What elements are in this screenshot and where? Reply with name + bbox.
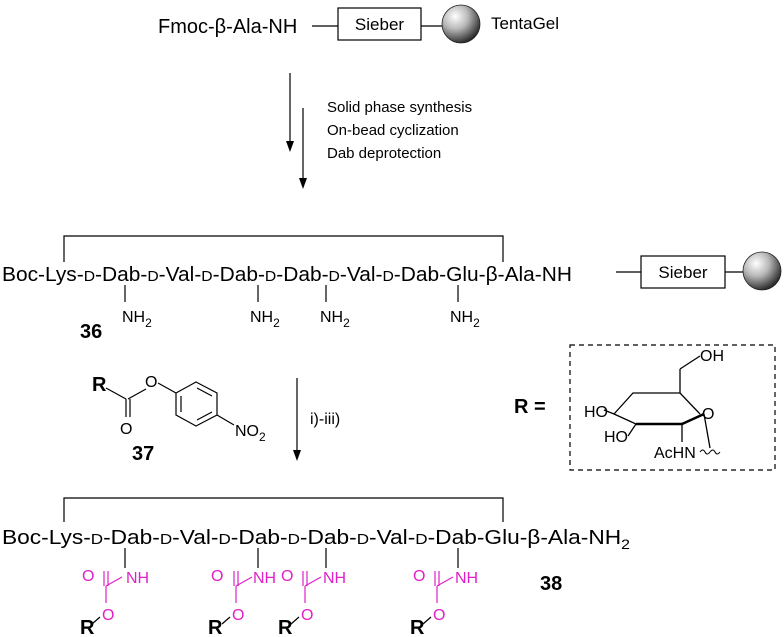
svg-text:OH: OH [700,348,724,365]
step-deprotection: Dab deprotection [327,145,441,162]
r-definition-label: R = [514,396,546,418]
compound-37-label: 37 [132,443,154,465]
reaction-arrow-1 [286,73,307,189]
svg-text:O: O [145,374,157,391]
sieber-label-36: Sieber [658,263,707,282]
svg-text:O: O [433,607,445,624]
reagent-37-structure: R O O NO2 [92,374,266,444]
svg-text:R: R [410,617,425,637]
svg-text:R: R [208,617,223,637]
svg-text:NO2: NO2 [235,423,266,444]
dab-amine-2: NH2 [250,285,280,330]
step-cyclization: On-bead cyclization [327,122,459,139]
svg-text:NH: NH [253,570,276,587]
tentagel-label: TentaGel [491,14,559,33]
svg-text:HO: HO [584,404,608,421]
peptide-36-sequence: Boc-Lys-D-Dab-D-Val-D-Dab-D-Dab-D-Val-D-… [2,264,572,286]
carbamate-4: NH O O R [410,548,478,637]
svg-text:R: R [92,374,107,396]
svg-text:O: O [82,568,94,585]
svg-text:NH: NH [323,570,346,587]
svg-text:NH2: NH2 [320,309,350,330]
peptide-38-sequence: Boc-Lys-D-Dab-D-Val-D-Dab-D-Dab-D-Val-D-… [2,527,630,552]
svg-text:O: O [211,568,223,585]
svg-text:NH2: NH2 [250,309,280,330]
reaction-arrow-2 [293,378,301,461]
carbamate-1: NH O O R [80,548,149,637]
svg-text:NH: NH [126,570,149,587]
svg-text:O: O [413,568,425,585]
start-label: Fmoc-β-Ala-NH [158,16,297,38]
svg-text:O: O [120,421,132,438]
svg-text:O: O [301,607,313,624]
sieber-label-top: Sieber [355,15,404,34]
svg-text:NH2: NH2 [122,309,152,330]
svg-text:O: O [281,568,293,585]
dab-amine-4: NH2 [450,285,480,330]
sieber-box-36 [640,255,726,289]
carbamate-2: NH O O R [208,548,276,637]
tentagel-bead-top [441,4,481,44]
cyclization-bracket-38 [63,497,504,522]
svg-text:HO: HO [604,429,628,446]
svg-text:R: R [278,617,293,637]
carbamate-3: NH O O R [278,548,346,637]
svg-text:NH: NH [455,570,478,587]
svg-text:AcHN: AcHN [654,445,696,462]
svg-text:R: R [80,617,95,637]
svg-text:NH2: NH2 [450,309,480,330]
compound-36-label: 36 [80,321,102,343]
step-solid-phase: Solid phase synthesis [327,99,472,116]
svg-text:O: O [232,607,244,624]
sieber-box-top [337,7,422,41]
cyclization-bracket-36 [63,235,504,262]
dab-amine-1: NH2 [122,285,152,330]
glcnac-structure: OH O HO HO AcHN [584,348,724,462]
dab-amine-3: NH2 [320,285,350,330]
compound-38-label: 38 [540,573,562,595]
conditions-label: i)-iii) [310,411,340,428]
r-definition-box [569,344,776,471]
tentagel-bead-36 [742,251,782,291]
svg-text:O: O [102,607,114,624]
